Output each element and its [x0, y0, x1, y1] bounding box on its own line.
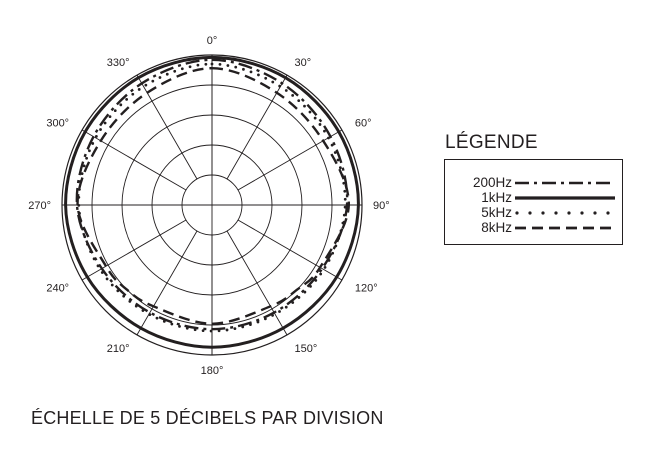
legend-box: 200Hz 1kHz 5kHz 8kHz — [444, 159, 623, 245]
angle-label: 270° — [28, 200, 51, 212]
legend-swatch-8khz — [515, 226, 615, 230]
grid-spoke — [237, 129, 343, 191]
angle-label: 240° — [46, 283, 69, 295]
angle-label: 150° — [295, 343, 318, 355]
legend-swatch-200hz — [515, 181, 615, 185]
angle-label: 300° — [46, 118, 69, 130]
legend-swatch-5khz — [515, 211, 617, 215]
legend-label-5khz: 5kHz — [481, 205, 512, 220]
angle-label: 0° — [207, 35, 218, 47]
polar-spokes — [62, 55, 362, 355]
angle-label: 30° — [295, 57, 312, 69]
legend-label-8khz: 8kHz — [481, 220, 512, 235]
angle-label: 330° — [107, 57, 130, 69]
series-curve-200hz — [75, 58, 349, 331]
angle-label: 180° — [201, 365, 224, 377]
legend-title: LÉGENDE — [445, 132, 538, 153]
angle-labels: 0° 30° 60° 90° 120° 150° 180° 210° 240° 270° 300° 3… — [28, 35, 389, 377]
grid-spoke — [226, 230, 288, 336]
grid-spoke — [237, 219, 343, 281]
legend-swatch-1khz — [515, 196, 615, 200]
series-curve-5khz — [77, 62, 347, 333]
angle-label: 210° — [107, 343, 130, 355]
angle-label: 90° — [373, 200, 390, 212]
grid-spoke — [81, 219, 187, 281]
series-curves — [64, 55, 360, 349]
grid-spoke — [136, 74, 198, 180]
grid-spoke — [136, 230, 198, 336]
series-curve-1khz — [64, 55, 360, 349]
angle-label: 120° — [355, 283, 378, 295]
grid-spoke — [81, 129, 187, 191]
grid-spoke — [226, 74, 288, 180]
legend-label-1khz: 1kHz — [481, 190, 512, 205]
legend-label-200hz: 200Hz — [472, 175, 512, 190]
series-curve-8khz — [76, 66, 351, 326]
scale-caption: ÉCHELLE DE 5 DÉCIBELS PAR DIVISION — [31, 408, 384, 428]
angle-label: 60° — [355, 118, 372, 130]
